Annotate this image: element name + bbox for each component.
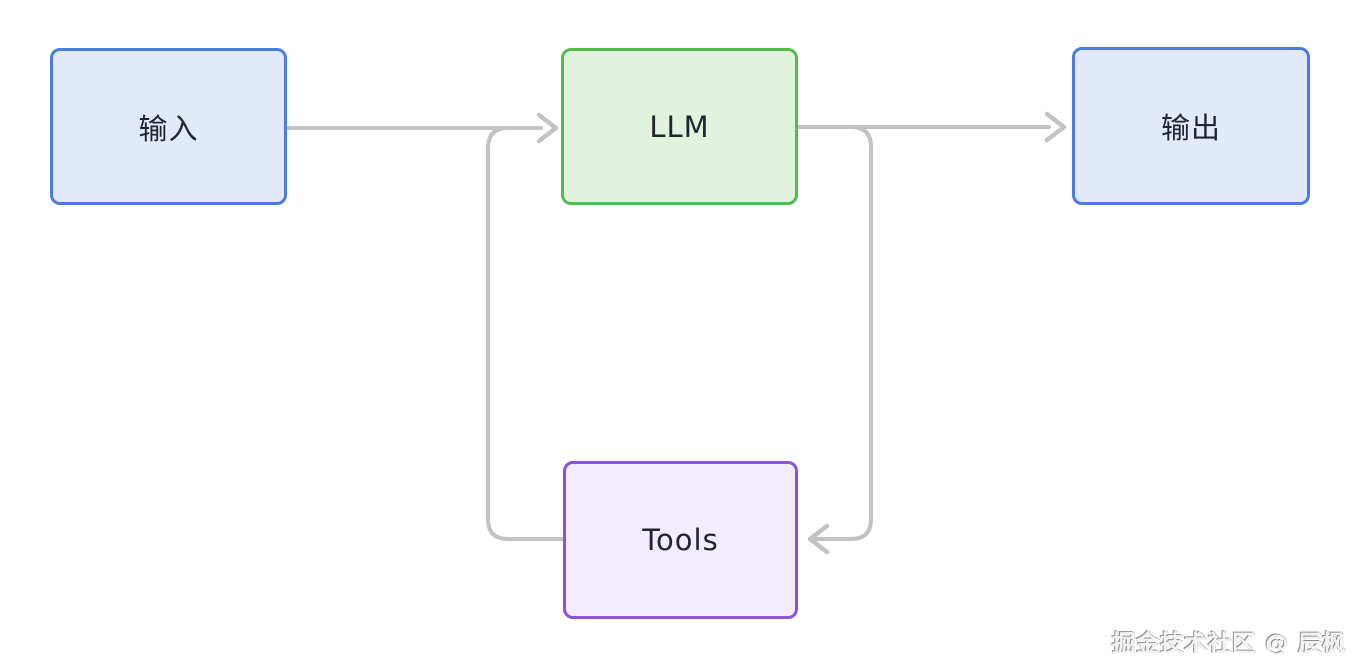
node-llm-label: LLM bbox=[649, 109, 710, 144]
edge-input-to-llm-arrowhead-icon bbox=[536, 112, 559, 144]
node-output: 输出 bbox=[1072, 47, 1310, 205]
node-tools-label: Tools bbox=[642, 523, 719, 557]
edge-llm-to-output-arrowhead-icon bbox=[1044, 111, 1067, 143]
edge-llm-to-tools-line bbox=[796, 125, 873, 541]
node-llm: LLM bbox=[561, 48, 798, 205]
node-input-label: 输入 bbox=[138, 111, 199, 146]
edge-tools-to-llm-line bbox=[486, 126, 565, 541]
node-output-label: 输出 bbox=[1160, 111, 1221, 145]
node-input: 输入 bbox=[50, 48, 287, 205]
edge-llm-to-tools-arrowhead-icon bbox=[807, 523, 830, 555]
watermark: 掘金技术社区 @ 辰枫 bbox=[1111, 631, 1346, 657]
node-tools: Tools bbox=[563, 461, 798, 619]
